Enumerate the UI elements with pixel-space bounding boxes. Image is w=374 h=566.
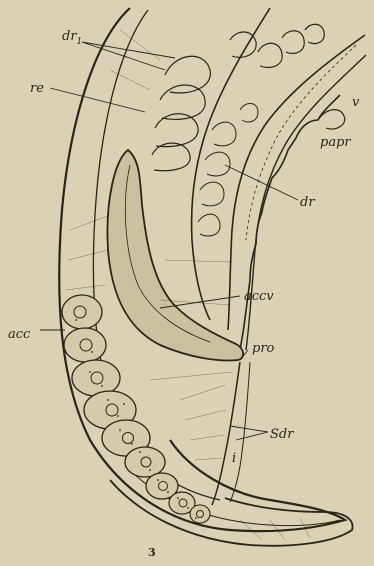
label-re: re: [30, 81, 44, 96]
label-i: i: [232, 451, 236, 466]
label-accv: accv: [244, 289, 274, 304]
label-v: v: [352, 95, 360, 110]
label-acc: acc: [8, 327, 31, 342]
label-papr: papr: [320, 135, 351, 150]
figure-number: 3: [148, 546, 156, 559]
label-dr: dr: [300, 195, 315, 210]
label-pro: pro: [252, 341, 275, 356]
label-sdr: Sdr: [270, 427, 294, 442]
